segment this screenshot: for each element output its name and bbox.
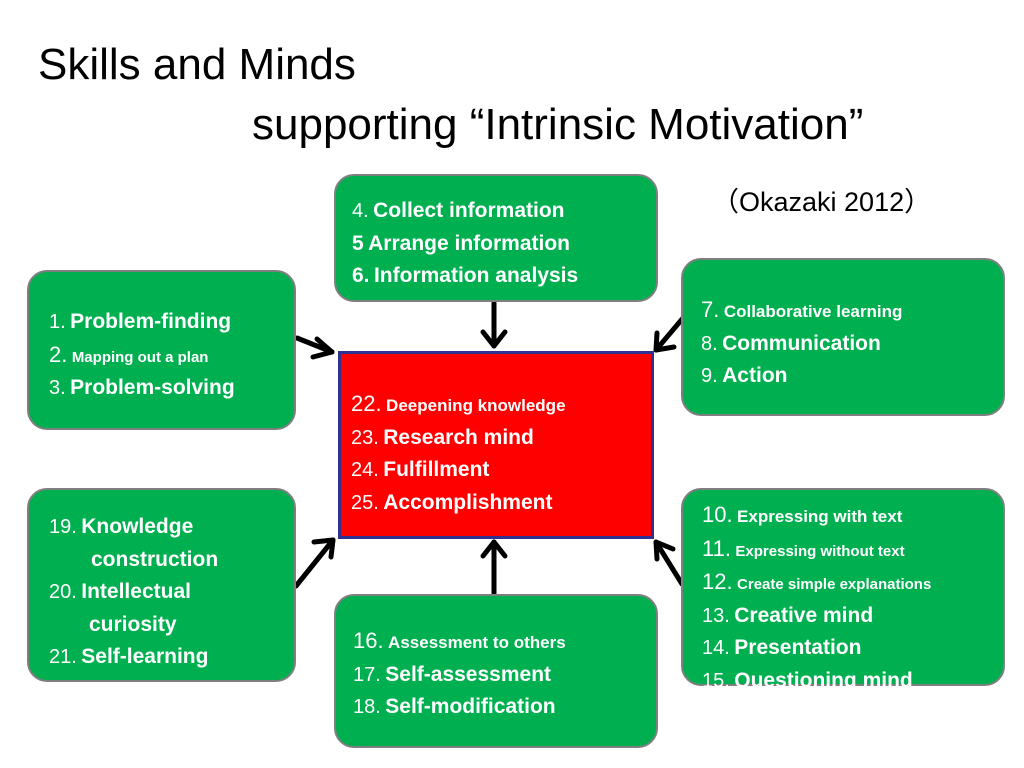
item-label: Assessment to others xyxy=(388,633,566,652)
arrow-right-bottom-head xyxy=(653,539,676,562)
item-label: Questioning mind xyxy=(734,668,913,692)
list-item-continued: curiosity xyxy=(49,610,294,643)
item-label: Collect information xyxy=(373,199,565,222)
item-number: 23. xyxy=(351,426,379,449)
list-item: 7. Collaborative learning xyxy=(701,295,1003,329)
arrow-left-bottom-head xyxy=(311,537,336,560)
item-label: Problem-solving xyxy=(70,376,235,399)
item-label: Knowledge xyxy=(81,515,194,538)
list-item-continued: construction xyxy=(49,545,294,578)
box-assessment: 16. Assessment to others 17. Self-assess… xyxy=(334,594,658,748)
item-number: 7. xyxy=(701,297,720,322)
item-label: Self-modification xyxy=(385,695,556,718)
box-problem: 1. Problem-finding 2. Mapping out a plan… xyxy=(27,270,296,430)
item-label: Fulfillment xyxy=(383,458,490,481)
item-label: Information analysis xyxy=(373,264,579,287)
item-label: Deepening knowledge xyxy=(386,396,566,415)
item-label: curiosity xyxy=(89,612,177,636)
item-number: 19. xyxy=(49,516,77,538)
list-item: 14. Presentation xyxy=(702,633,1003,666)
list-item: 5 Arrange information xyxy=(352,229,656,262)
list-item: 12. Create simple explanations xyxy=(702,567,1003,601)
item-label: Action xyxy=(722,364,788,387)
item-number: 5 xyxy=(352,231,364,255)
box-expression: 10. Expressing with text 11. Expressing … xyxy=(681,488,1005,692)
item-number: 11. xyxy=(702,535,731,561)
citation: （Okazaki 2012） xyxy=(712,187,932,217)
arrow-left-top-head xyxy=(310,336,335,360)
item-label: Presentation xyxy=(734,636,862,659)
list-item: 6. Information analysis xyxy=(352,261,656,294)
box-collaboration: 7. Collaborative learning 8. Communicati… xyxy=(681,258,1005,416)
item-number: 24. xyxy=(351,459,379,481)
item-label: Intellectual xyxy=(81,580,191,603)
list-item: 3. Problem-solving xyxy=(49,373,294,406)
item-number: 25. xyxy=(351,491,379,514)
item-number: 3. xyxy=(49,377,66,399)
item-number: 22. xyxy=(351,391,382,416)
title-line-1: Skills and Minds xyxy=(38,40,356,89)
item-label: Research mind xyxy=(383,425,534,449)
item-label: Arrange information xyxy=(368,231,570,255)
list-item: 13. Creative mind xyxy=(702,601,1003,634)
item-label: Creative mind xyxy=(734,603,874,627)
arrow-bottom-head xyxy=(480,539,508,559)
item-number: 20. xyxy=(49,581,77,603)
box-knowledge: 19. Knowledge construction 20. Intellect… xyxy=(27,488,296,682)
list-item: 15. Questioning mind xyxy=(702,666,1003,699)
list-item: 8. Communication xyxy=(701,329,1003,362)
list-item: 24. Fulfillment xyxy=(351,455,651,488)
item-number: 15. xyxy=(702,669,730,692)
list-item: 19. Knowledge xyxy=(49,512,294,545)
arrow-right-top-head xyxy=(653,330,677,353)
item-number: 10. xyxy=(702,502,733,527)
list-item: 2. Mapping out a plan xyxy=(49,340,294,374)
item-label: Expressing without text xyxy=(735,542,905,560)
item-number: 2. xyxy=(49,341,68,367)
item-number: 4. xyxy=(352,200,369,222)
item-number: 9. xyxy=(701,365,718,387)
list-item: 17. Self-assessment xyxy=(353,660,656,693)
title-line-2: supporting “Intrinsic Motivation” xyxy=(252,100,864,149)
list-item: 10. Expressing with text xyxy=(702,500,1003,534)
item-label: construction xyxy=(91,547,219,571)
item-number: 18. xyxy=(353,696,381,718)
item-label: Self-assessment xyxy=(385,662,552,686)
box-center: 22. Deepening knowledge 23. Research min… xyxy=(338,351,654,539)
item-number: 13. xyxy=(702,604,730,627)
list-item: 23. Research mind xyxy=(351,423,651,456)
item-number: 8. xyxy=(701,332,718,355)
item-number: 14. xyxy=(702,637,730,659)
list-item: 25. Accomplishment xyxy=(351,488,651,521)
list-item: 21. Self-learning xyxy=(49,642,294,675)
arrow-right-bottom xyxy=(653,539,685,587)
box-information: 4. Collect information 5 Arrange informa… xyxy=(334,174,658,302)
arrow-right-top xyxy=(653,315,686,353)
list-item: 22. Deepening knowledge xyxy=(351,389,651,423)
list-item: 18. Self-modification xyxy=(353,692,656,725)
item-label: Mapping out a plan xyxy=(71,348,209,366)
item-label: Problem-finding xyxy=(70,310,232,333)
item-number: 17. xyxy=(353,663,381,686)
item-number: 16. xyxy=(353,628,384,653)
arrow-top-head xyxy=(480,329,508,349)
item-label: Create simple explanations xyxy=(737,576,932,593)
list-item: 9. Action xyxy=(701,361,1003,394)
list-item: 16. Assessment to others xyxy=(353,626,656,660)
arrow-left-bottom xyxy=(293,537,336,589)
list-item: 1. Problem-finding xyxy=(49,307,294,340)
item-number: 21. xyxy=(49,646,77,668)
item-number: 12. xyxy=(702,569,733,594)
item-label: Expressing with text xyxy=(737,507,903,526)
item-label: Collaborative learning xyxy=(723,302,903,321)
list-item: 4. Collect information xyxy=(352,196,656,229)
list-item: 11. Expressing without text xyxy=(702,534,1003,568)
list-item: 20. Intellectual xyxy=(49,577,294,610)
item-label: Self-learning xyxy=(81,645,209,668)
item-number: 1. xyxy=(49,311,66,333)
item-number: 6. xyxy=(352,264,370,287)
item-label: Accomplishment xyxy=(383,490,553,514)
item-label: Communication xyxy=(722,331,881,355)
